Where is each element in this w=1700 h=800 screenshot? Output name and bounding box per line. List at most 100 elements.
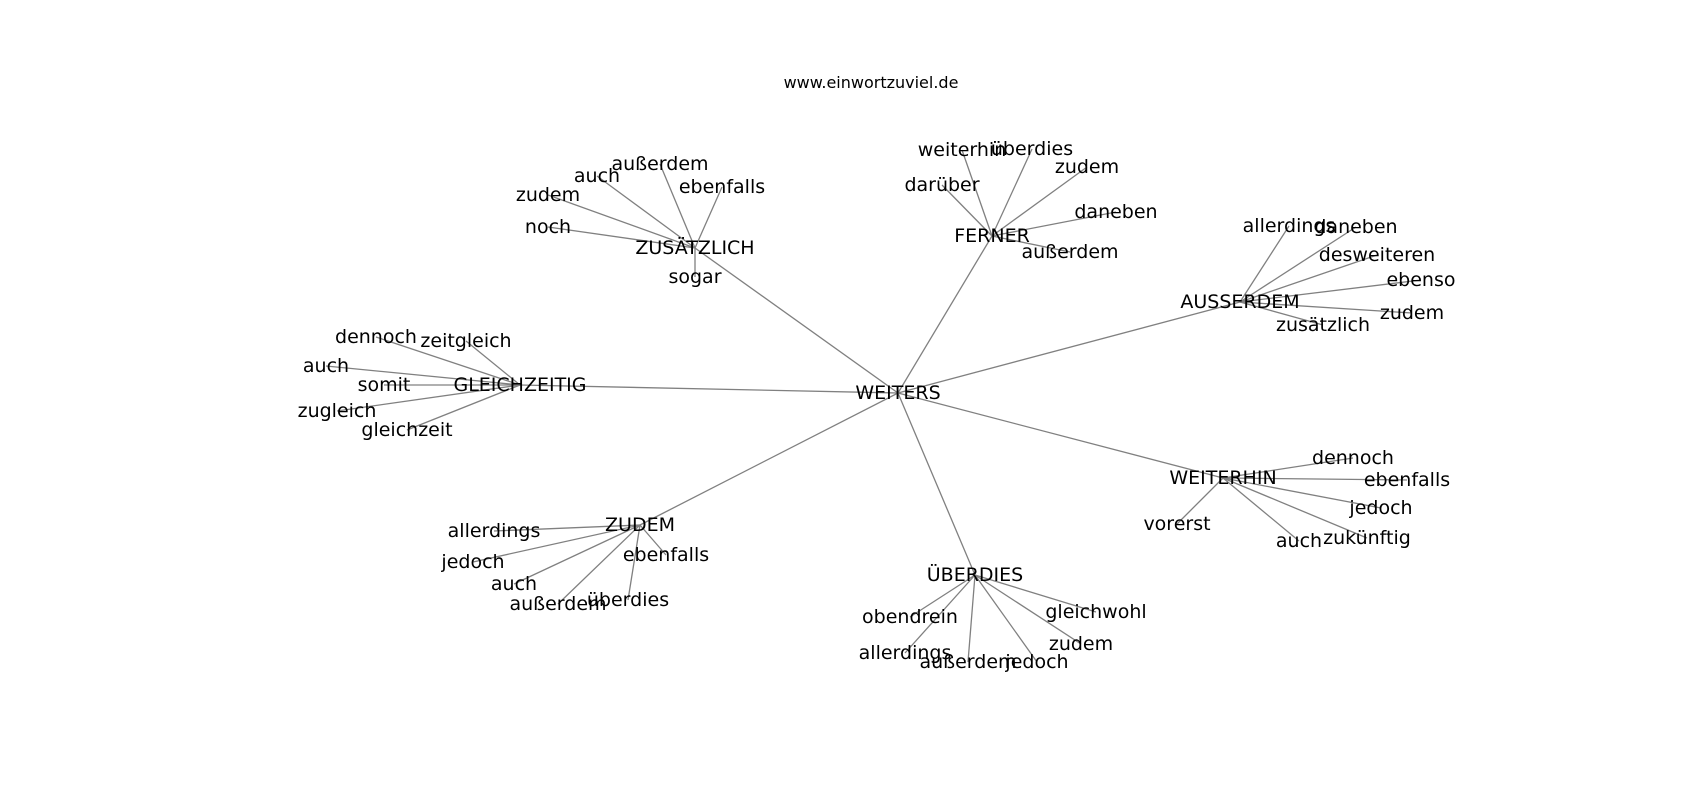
edge-weiterhin-jedoch [1222, 477, 1382, 509]
leaf-node-zudem-auch: auch [491, 573, 537, 595]
leaf-node-ferner-zudem: zudem [1055, 156, 1119, 178]
leaf-node-ausserdem-desweiteren: desweiteren [1319, 244, 1435, 266]
leaf-node-gleichzeitig-gleichzeit: gleichzeit [361, 419, 452, 441]
edge-zusaetzlich-auch [596, 175, 696, 249]
edge-center-zusaetzlich [694, 247, 899, 394]
edge-ueberdies-zudem [974, 574, 1082, 645]
leaf-node-zusaetzlich-ebenfalls: ebenfalls [679, 176, 765, 198]
edge-ausserdem-zudem [1239, 301, 1413, 314]
leaf-node-weiterhin-vorerst: vorerst [1143, 513, 1210, 535]
edge-ausserdem-zusaetzlich [1239, 301, 1324, 326]
leaf-node-gleichzeitig-auch: auch [303, 355, 349, 377]
leaf-node-ferner-darueber: darüber [904, 174, 979, 196]
hub-node-ausserdem: AUSSERDEM [1180, 291, 1299, 313]
edge-ausserdem-ebenso [1239, 279, 1422, 303]
edge-ferner-ausserdem [991, 235, 1071, 253]
leaf-node-gleichzeitig-somit: somit [358, 374, 411, 396]
leaf-node-ferner-daneben: daneben [1074, 201, 1157, 223]
watermark: www.einwortzuviel.de [784, 73, 959, 92]
edge-zusaetzlich-zudem [547, 194, 696, 249]
leaf-node-ueberdies-jedoch: jedoch [1004, 651, 1068, 673]
edge-zudem-jedoch [472, 524, 641, 563]
leaf-node-gleichzeitig-dennoch: dennoch [335, 326, 417, 348]
hub-node-zudem: ZUDEM [605, 514, 675, 536]
edge-ueberdies-gleichwohl [974, 574, 1097, 613]
edge-ueberdies-jedoch [974, 574, 1038, 663]
leaf-node-ausserdem-ebenso: ebenso [1386, 269, 1455, 291]
edge-center-ueberdies [897, 392, 976, 576]
leaf-node-gleichzeitig-zugleich: zugleich [298, 400, 377, 422]
edge-ferner-ueberdies [991, 148, 1033, 237]
leaf-node-ausserdem-daneben: daneben [1314, 216, 1397, 238]
edge-gleichzeitig-dennoch [375, 336, 521, 386]
edge-ueberdies-allerdings [904, 574, 976, 654]
edge-ueberdies-obendrein [909, 574, 976, 618]
leaf-node-weiterhin-auch: auch [1276, 530, 1322, 552]
leaf-node-ferner-weiterhin: weiterhin [918, 139, 1007, 161]
leaf-node-zusaetzlich-ausserdem: außerdem [611, 153, 708, 175]
edge-ausserdem-allerdings [1239, 225, 1290, 303]
edge-ausserdem-desweiteren [1239, 254, 1378, 303]
leaf-node-zudem-ausserdem: außerdem [509, 593, 606, 615]
edge-ferner-zudem [991, 166, 1088, 237]
edges [325, 148, 1422, 663]
edge-weiterhin-ebenfalls [1222, 477, 1408, 481]
edge-weiterhin-auch [1222, 477, 1300, 542]
hub-node-zusaetzlich: ZUSÄTZLICH [635, 236, 754, 259]
leaf-node-zudem-jedoch: jedoch [440, 551, 504, 573]
hub-node-weiterhin: WEITERHIN [1169, 467, 1276, 489]
leaf-node-ueberdies-ausserdem: außerdem [919, 651, 1016, 673]
leaf-node-ueberdies-zudem: zudem [1049, 633, 1113, 655]
leaf-node-zusaetzlich-zudem: zudem [516, 184, 580, 206]
leaf-node-gleichzeitig-zeitgleich: zeitgleich [420, 330, 511, 352]
edge-zudem-allerdings [493, 524, 641, 532]
edge-ueberdies-ausserdem [967, 574, 976, 663]
edge-zusaetzlich-ausserdem [659, 163, 696, 249]
leaf-node-weiterhin-dennoch: dennoch [1312, 447, 1394, 469]
edge-gleichzeitig-zugleich [336, 384, 521, 412]
edge-gleichzeitig-gleichzeit [406, 384, 521, 431]
leaf-node-ausserdem-allerdings: allerdings [1243, 215, 1336, 237]
leaf-node-ferner-ausserdem: außerdem [1021, 241, 1118, 263]
leaf-node-zudem-allerdings: allerdings [448, 520, 541, 542]
leaf-node-zusaetzlich-sogar: sogar [668, 266, 721, 288]
edge-zudem-auch [513, 524, 641, 585]
leaf-node-weiterhin-ebenfalls: ebenfalls [1364, 469, 1450, 491]
leaf-node-ueberdies-allerdings: allerdings [859, 642, 952, 664]
leaf-node-zudem-ueberdies: überdies [587, 589, 669, 611]
edge-center-zudem [639, 392, 899, 526]
leaf-node-ueberdies-gleichwohl: gleichwohl [1045, 601, 1146, 623]
edge-weiterhin-zukuenftig [1222, 477, 1368, 539]
hub-node-ferner: FERNER [954, 225, 1030, 247]
leaf-node-zusaetzlich-auch: auch [574, 165, 620, 187]
edge-zudem-ausserdem [557, 524, 641, 605]
leaf-node-zusaetzlich-noch: noch [525, 216, 571, 238]
leaf-node-zudem-ebenfalls: ebenfalls [623, 544, 709, 566]
edge-center-gleichzeitig [519, 384, 899, 394]
edge-ausserdem-daneben [1239, 226, 1357, 303]
hub-node-gleichzeitig: GLEICHZEITIG [453, 374, 586, 396]
edge-center-weiterhin [897, 392, 1224, 479]
edge-ferner-darueber [941, 184, 993, 237]
edge-zudem-ueberdies [627, 524, 641, 601]
edge-center-ferner [897, 235, 993, 394]
leaf-node-weiterhin-jedoch: jedoch [1348, 497, 1412, 519]
edge-ferner-weiterhin [961, 149, 993, 237]
leaf-node-ferner-ueberdies: überdies [991, 138, 1073, 160]
edge-center-ausserdem [897, 301, 1241, 394]
edge-ferner-daneben [991, 211, 1117, 237]
edge-zusaetzlich-noch [547, 226, 696, 249]
edge-gleichzeitig-auch [325, 365, 521, 386]
edge-weiterhin-vorerst [1176, 477, 1224, 525]
leaf-node-ueberdies-obendrein: obendrein [862, 606, 958, 628]
center-node: WEITERS [855, 382, 940, 404]
leaf-node-weiterhin-zukuenftig: zukünftig [1323, 527, 1411, 549]
edge-gleichzeitig-zeitgleich [465, 340, 521, 386]
leaf-node-ausserdem-zudem: zudem [1380, 302, 1444, 324]
leaf-node-ausserdem-zusaetzlich: zusätzlich [1276, 314, 1370, 336]
node-labels: außerdemauchzudemnochebenfallssogarZUSÄT… [298, 138, 1456, 673]
hub-node-ueberdies: ÜBERDIES [927, 563, 1023, 586]
edge-weiterhin-dennoch [1222, 457, 1354, 479]
edge-zudem-ebenfalls [639, 524, 667, 556]
